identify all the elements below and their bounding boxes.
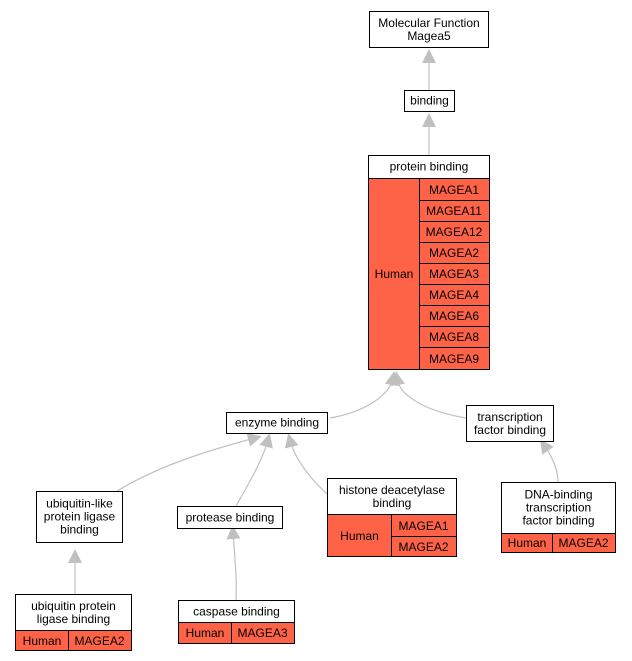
node-label: histone deacetylase [338,482,446,497]
gene-cell[interactable]: MAGEA3 [419,263,489,284]
species-cell: Human [179,623,232,643]
gene-cell[interactable]: MAGEA8 [419,326,489,347]
node-ubiquitin-protein-ligase-binding[interactable]: ubiquitin protein ligase binding [15,594,132,631]
gene-cell[interactable]: MAGEA2 [74,633,125,648]
node-label: protein ligase [43,509,116,524]
node-enzyme-binding[interactable]: enzyme binding [226,412,328,434]
node-binding[interactable]: binding [404,90,455,112]
node-label: transcription [525,500,592,515]
node-molecular-function[interactable]: Molecular Function Magea5 [369,11,489,48]
gene-table-histone-deacetylase-binding: Human MAGEA1 MAGEA2 [327,514,457,557]
gene-cell[interactable]: MAGEA1 [398,518,449,533]
node-label: factor binding [473,422,547,437]
node-label: DNA-binding [524,487,593,502]
node-label: protein binding [389,159,469,174]
edge-caspase-to-protease [226,525,241,601]
species-cell: Human [328,515,392,556]
node-caspase-binding[interactable]: caspase binding [178,600,295,623]
node-label: ubiquitin protein [31,598,116,613]
node-label: Molecular Function [378,15,480,30]
edge-ubiqlike-to-enzyme [116,433,262,492]
edge-protease-to-enzyme [235,433,273,507]
edge-histone-to-enzyme [284,433,328,495]
edge-enzyme-to-protein [329,371,399,419]
gene-table-protein-binding: Human MAGEA1 MAGEA11 MAGEA12 MAGEA2 MAGE… [368,178,490,370]
node-histone-deacetylase-binding[interactable]: histone deacetylase binding [327,478,457,515]
species-cell: Human [16,631,69,650]
node-label: ligase binding [36,611,111,626]
gene-cell[interactable]: MAGEA3 [237,626,288,640]
node-label: factor binding [522,513,595,528]
gene-cell[interactable]: MAGEA1 [428,182,479,197]
node-label: caspase binding [193,604,280,618]
node-label: binding [60,522,99,537]
node-ubiquitin-like-protein-ligase-binding[interactable]: ubiquitin-like protein ligase binding [36,491,123,543]
gene-cell[interactable]: MAGEA9 [419,347,489,369]
gene-cell[interactable]: MAGEA2 [558,536,609,550]
node-protease-binding[interactable]: protease binding [177,506,283,529]
edge-tf-to-protein [391,371,467,419]
edge-dna-to-tf [540,439,559,483]
gene-cell[interactable]: MAGEA12 [419,221,489,242]
gene-table-ubiquitin-protein-ligase-binding: Human MAGEA2 [15,630,132,651]
gene-table-dna-binding-transcription-factor-binding: Human MAGEA2 [501,533,616,553]
gene-cell[interactable]: MAGEA4 [419,284,489,305]
node-protein-binding[interactable]: protein binding [368,155,490,179]
node-label: enzyme binding [234,415,320,430]
node-label: binding [372,495,412,510]
node-dna-binding-transcription-factor-binding[interactable]: DNA-binding transcription factor binding [501,482,616,534]
species-cell: Human [502,534,553,552]
gene-cell[interactable]: MAGEA2 [391,536,456,556]
node-label: binding [410,93,449,108]
gene-cell[interactable]: MAGEA6 [419,305,489,326]
gene-cell[interactable]: MAGEA2 [419,242,489,263]
node-transcription-factor-binding[interactable]: transcription factor binding [466,405,554,442]
node-label: ubiquitin-like [46,496,113,511]
species-cell: Human [369,179,420,369]
gene-cell[interactable]: MAGEA11 [419,200,489,221]
node-label: Magea5 [407,28,451,43]
node-label: transcription [477,409,543,424]
node-label: protease binding [185,510,275,524]
gene-table-caspase-binding: Human MAGEA3 [178,622,295,644]
